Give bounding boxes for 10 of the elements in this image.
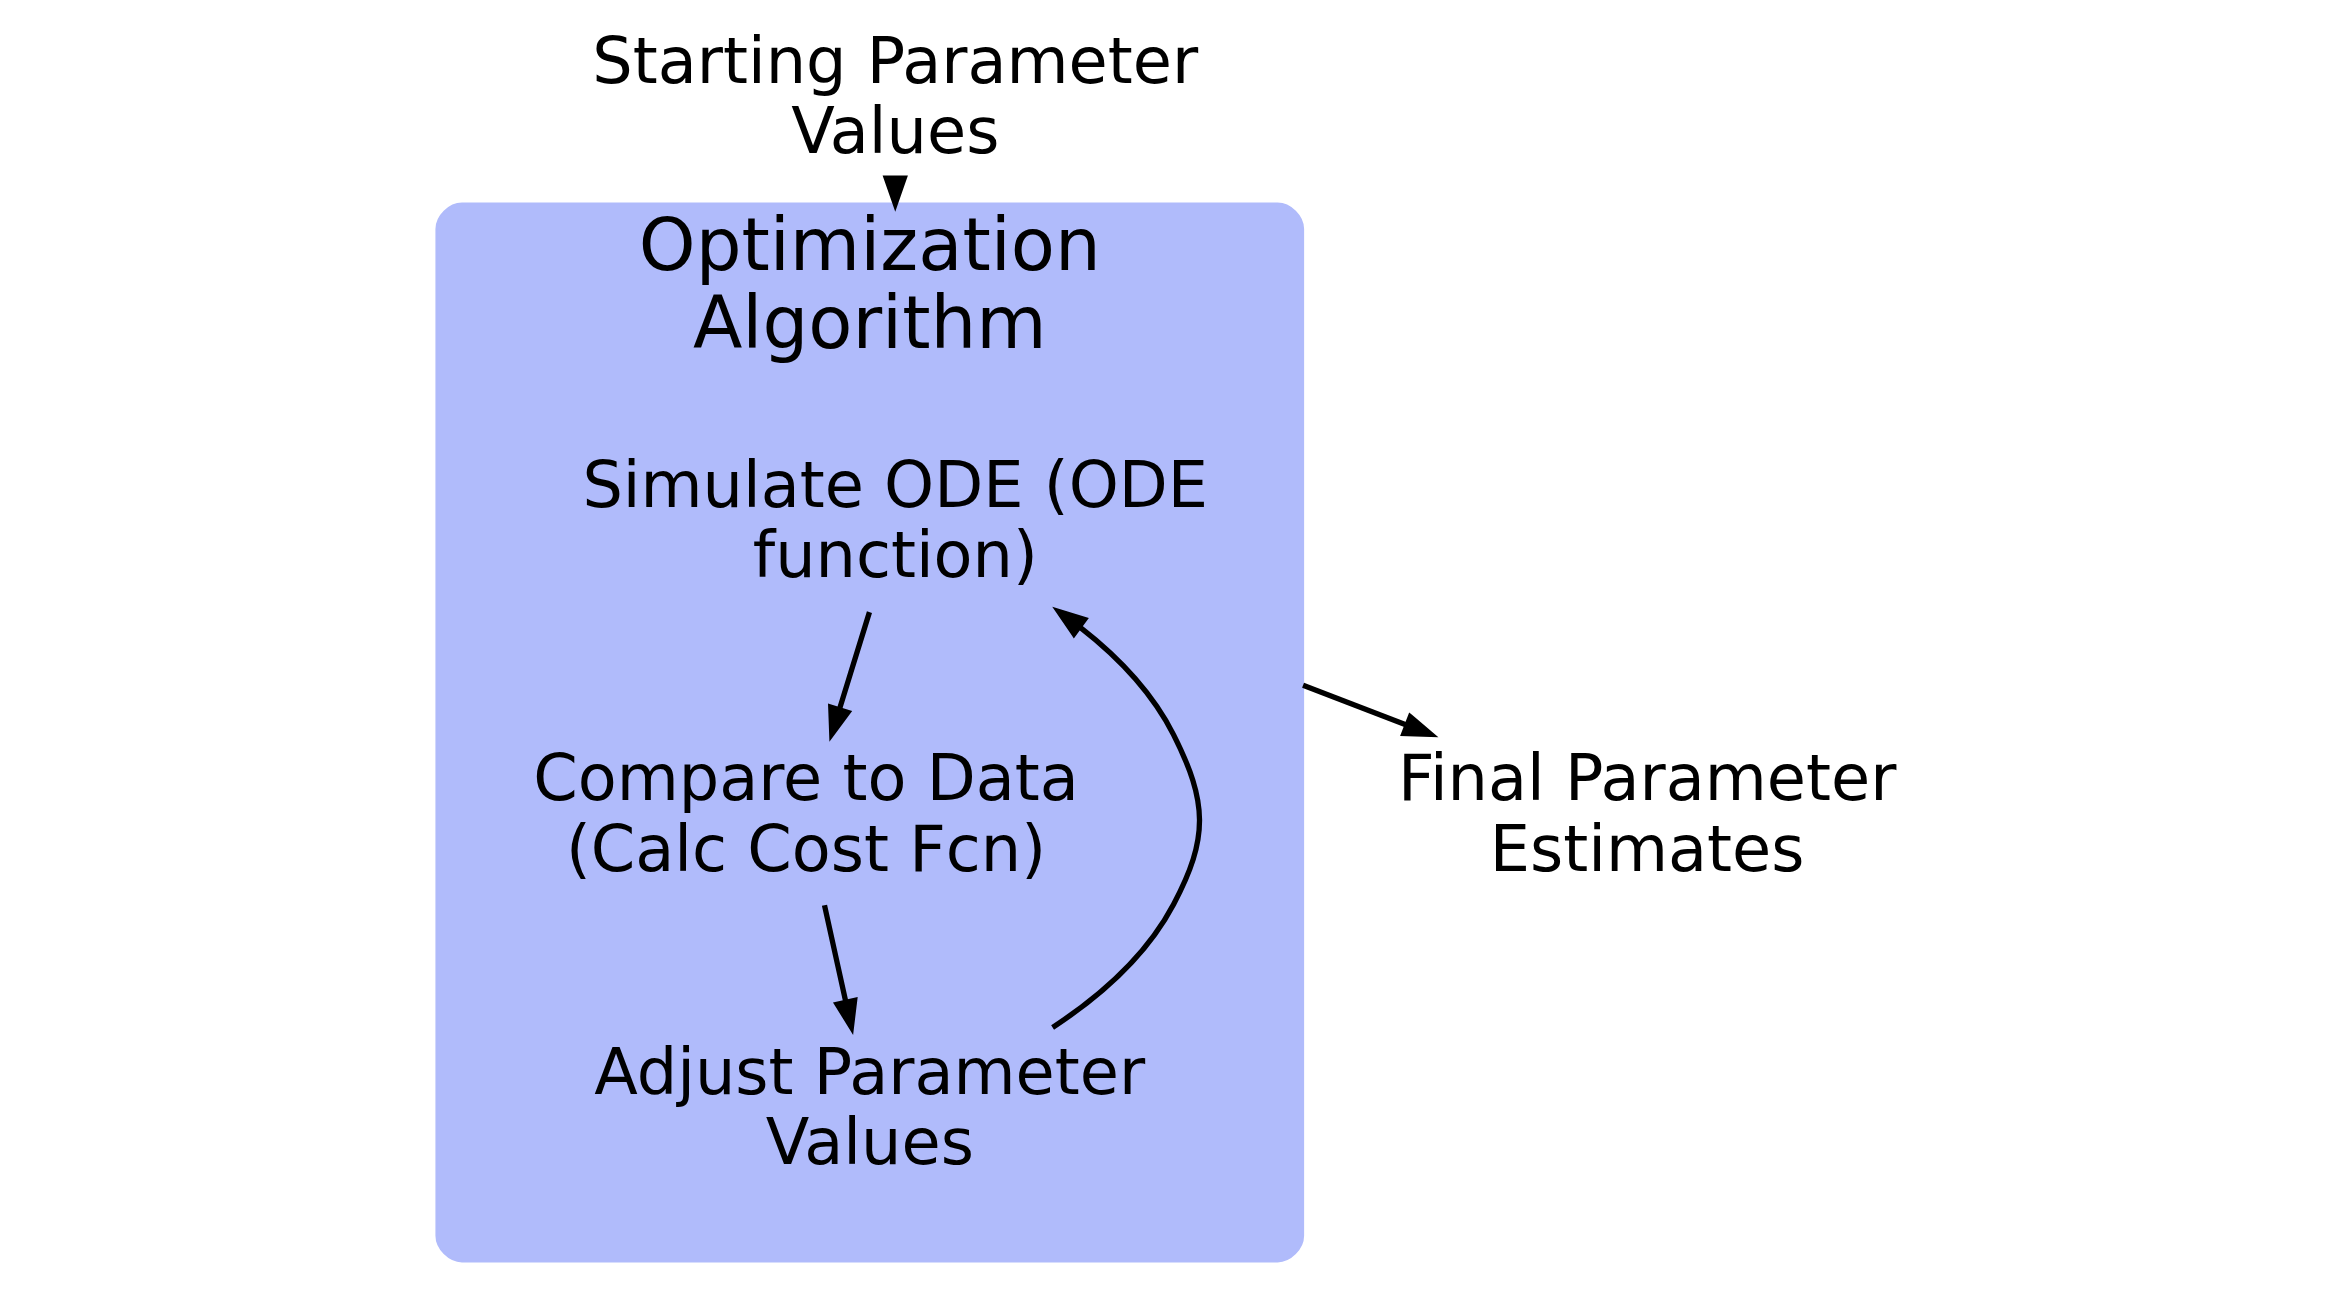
arrow: [1051, 606, 1203, 1030]
node-text: Simulate ODE (ODE function): [582, 448, 1209, 593]
arrow: [1302, 682, 1439, 738]
node-text: Adjust Parameter Values: [594, 1034, 1146, 1179]
node-text: Starting Parameter Values: [592, 23, 1199, 168]
arrow: [882, 175, 908, 212]
node-text: Final Parameter Estimates: [1397, 741, 1897, 886]
node-text: Compare to Data (Calc Cost Fcn): [533, 741, 1079, 886]
arrow: [828, 611, 872, 742]
arrow: [821, 904, 858, 1035]
